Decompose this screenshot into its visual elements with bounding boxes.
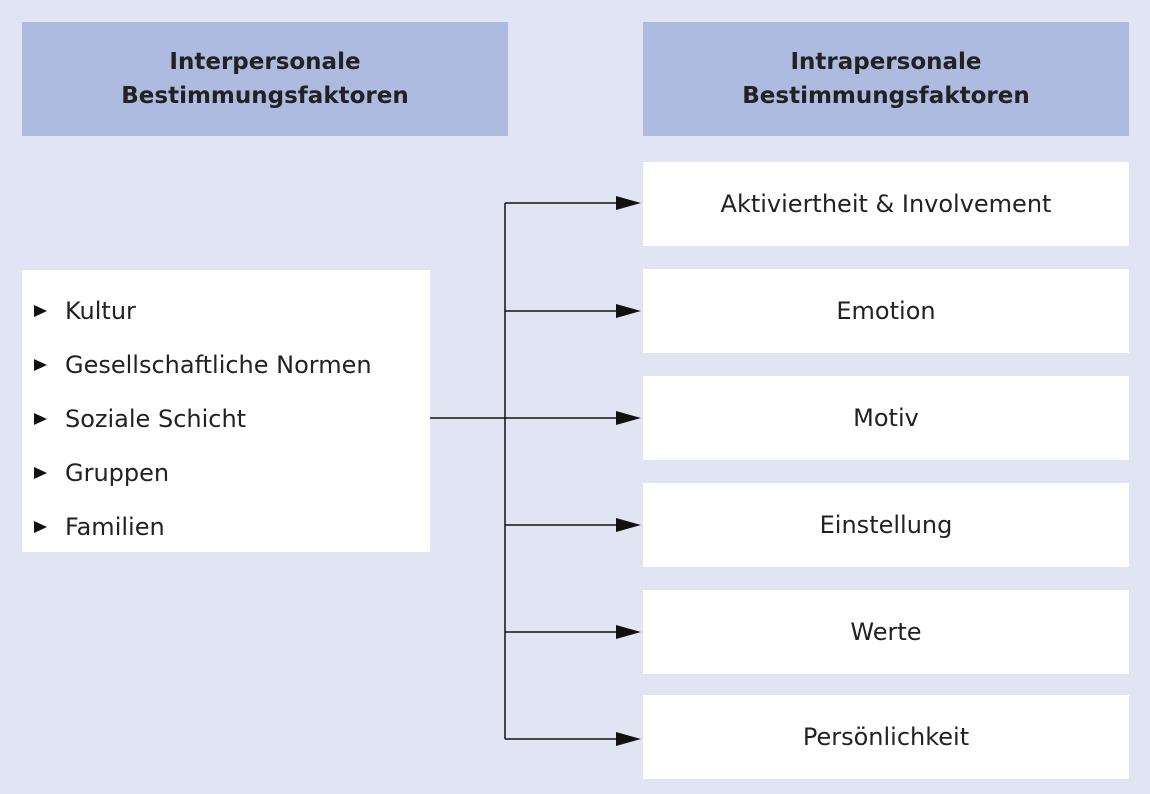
- arrowhead-icon: [616, 732, 641, 746]
- interpersonal-header: Interpersonale Bestimmungsfaktoren: [22, 22, 508, 136]
- interpersonal-item: Gruppen: [22, 446, 430, 500]
- bullet-arrow-icon: [34, 467, 47, 479]
- intrapersonal-factor-label: Aktiviertheit & Involvement: [720, 190, 1052, 218]
- interpersonal-factors-box: Kultur Gesellschaftliche Normen Soziale …: [22, 270, 430, 552]
- bullet-arrow-icon: [34, 413, 47, 425]
- intrapersonal-header-line2: Bestimmungsfaktoren: [742, 83, 1030, 109]
- bullet-arrow-icon: [34, 359, 47, 371]
- intrapersonal-factor-box: Emotion: [643, 269, 1129, 353]
- interpersonal-item: Kultur: [22, 284, 430, 338]
- interpersonal-item-label: Familien: [65, 513, 165, 541]
- arrowhead-icon: [616, 304, 641, 318]
- arrowhead-icon: [616, 196, 641, 210]
- interpersonal-item-label: Soziale Schicht: [65, 405, 247, 433]
- interpersonal-item-label: Gruppen: [65, 459, 170, 487]
- intrapersonal-factor-box: Motiv: [643, 376, 1129, 460]
- interpersonal-item: Soziale Schicht: [22, 392, 430, 446]
- intrapersonal-factor-label: Motiv: [853, 404, 919, 432]
- interpersonal-item-label: Kultur: [65, 297, 136, 325]
- arrowhead-icon: [616, 518, 641, 532]
- interpersonal-item-label: Gesellschaftliche Normen: [65, 351, 372, 379]
- intrapersonal-factor-label: Einstellung: [819, 511, 953, 539]
- intrapersonal-factor-label: Werte: [850, 618, 922, 646]
- intrapersonal-header-line1: Intrapersonale: [790, 49, 982, 75]
- intrapersonal-factor-label: Persönlichkeit: [802, 723, 970, 751]
- interpersonal-header-line1: Interpersonale: [169, 49, 361, 75]
- intrapersonal-factor-box: Einstellung: [643, 483, 1129, 567]
- arrowhead-icon: [616, 625, 641, 639]
- intrapersonal-factor-box: Aktiviertheit & Involvement: [643, 162, 1129, 246]
- intrapersonal-factor-box: Persönlichkeit: [643, 695, 1129, 779]
- interpersonal-header-line2: Bestimmungsfaktoren: [121, 83, 409, 109]
- bullet-arrow-icon: [34, 521, 47, 533]
- intrapersonal-header: Intrapersonale Bestimmungsfaktoren: [643, 22, 1129, 136]
- interpersonal-item: Gesellschaftliche Normen: [22, 338, 430, 392]
- intrapersonal-factor-label: Emotion: [836, 297, 936, 325]
- intrapersonal-factor-box: Werte: [643, 590, 1129, 674]
- bullet-arrow-icon: [34, 305, 47, 317]
- arrowhead-icon: [616, 411, 641, 425]
- interpersonal-item: Familien: [22, 500, 430, 554]
